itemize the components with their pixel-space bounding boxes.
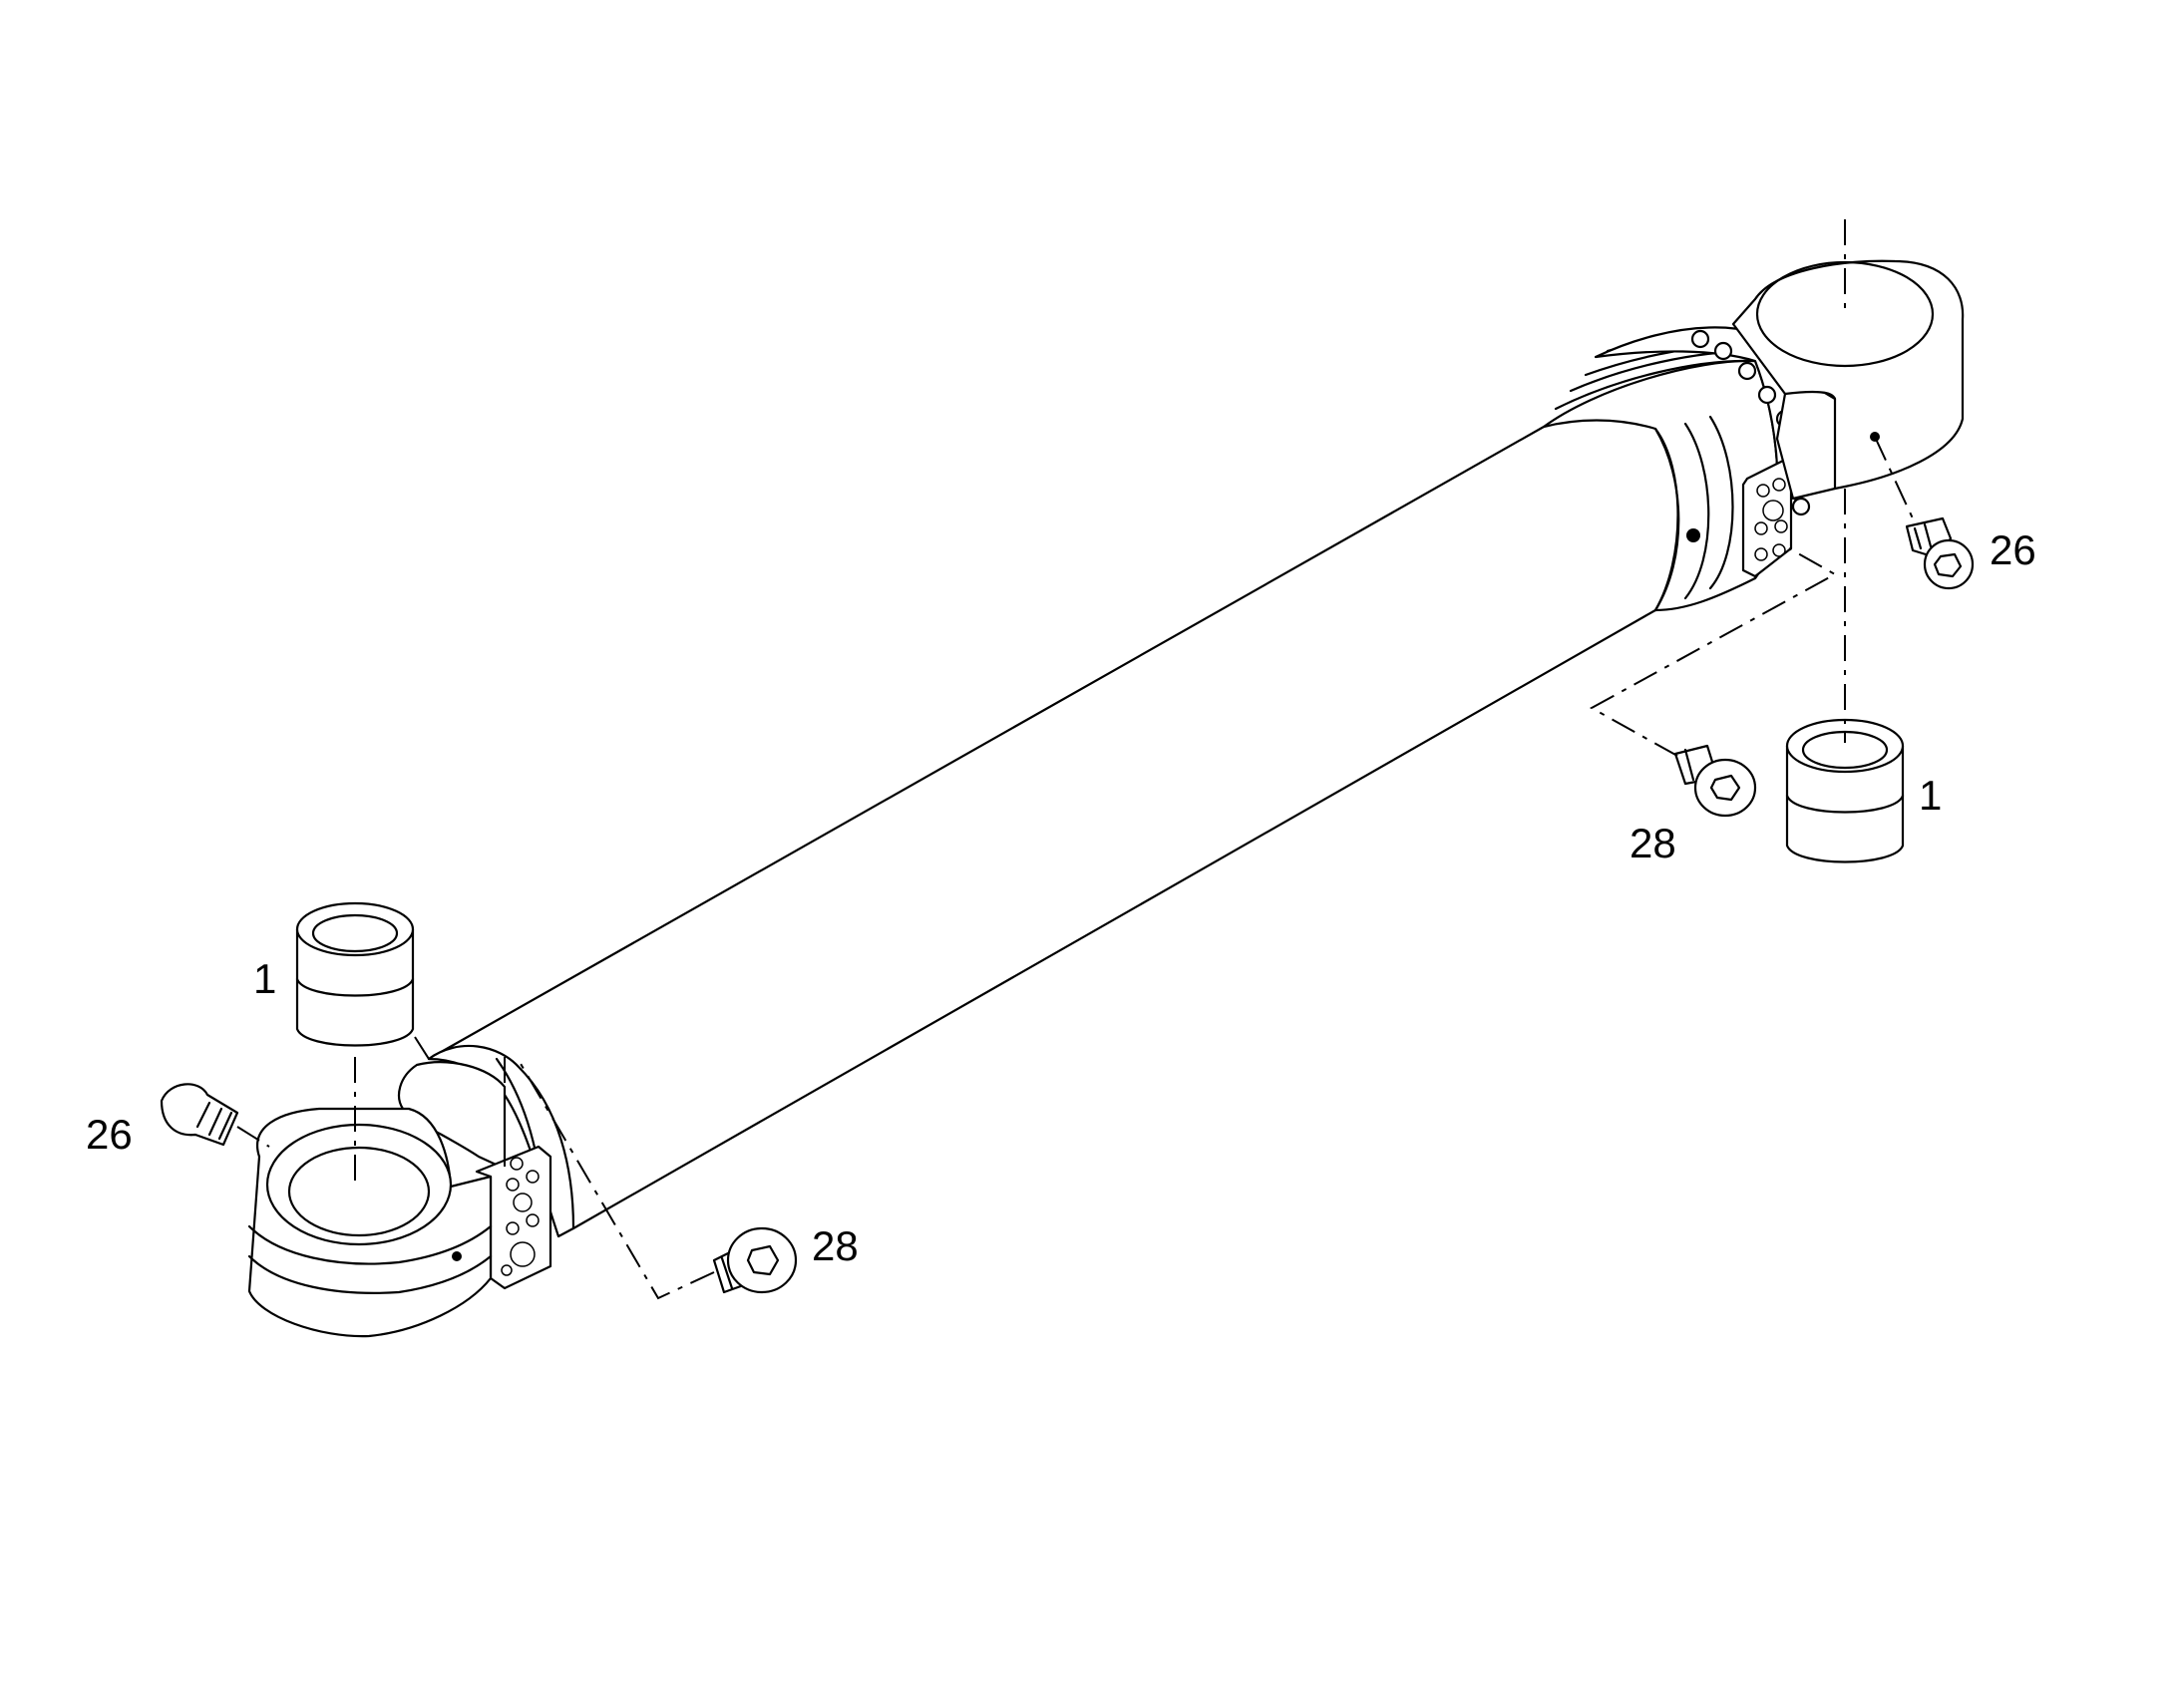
callout-plug-left: 28 bbox=[812, 1222, 859, 1269]
bushing-left bbox=[295, 901, 415, 1047]
callout-labels: 1 1 26 26 28 28 bbox=[86, 526, 2036, 1269]
grease-fitting-left bbox=[160, 1083, 239, 1147]
callout-bushing-left: 1 bbox=[253, 955, 276, 1002]
callout-plug-right: 28 bbox=[1630, 820, 1676, 866]
head-end-assembly bbox=[1542, 259, 1965, 612]
callout-bushing-top-right: 1 bbox=[1919, 772, 1942, 819]
cylinder-barrel bbox=[427, 425, 1657, 1230]
grease-fitting-top-right bbox=[1905, 516, 1975, 590]
callout-grease-fitting-left: 26 bbox=[86, 1111, 133, 1158]
callout-grease-fitting-top-right: 26 bbox=[1990, 526, 2036, 573]
rod-end-assembly bbox=[247, 1044, 575, 1338]
plug-left bbox=[712, 1226, 798, 1294]
assembly-centerlines bbox=[236, 219, 1914, 1300]
plug-right bbox=[1673, 744, 1757, 818]
bushing-top-right bbox=[1785, 718, 1905, 863]
